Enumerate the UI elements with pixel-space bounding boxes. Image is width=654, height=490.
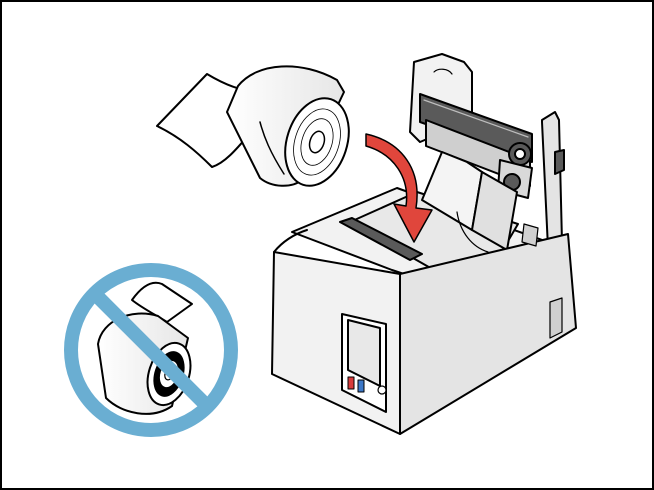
insert-arrow-icon (365, 133, 433, 243)
prohibition-sign-icon (64, 263, 238, 437)
paper-roll-correct-orientation-icon (156, 65, 350, 187)
